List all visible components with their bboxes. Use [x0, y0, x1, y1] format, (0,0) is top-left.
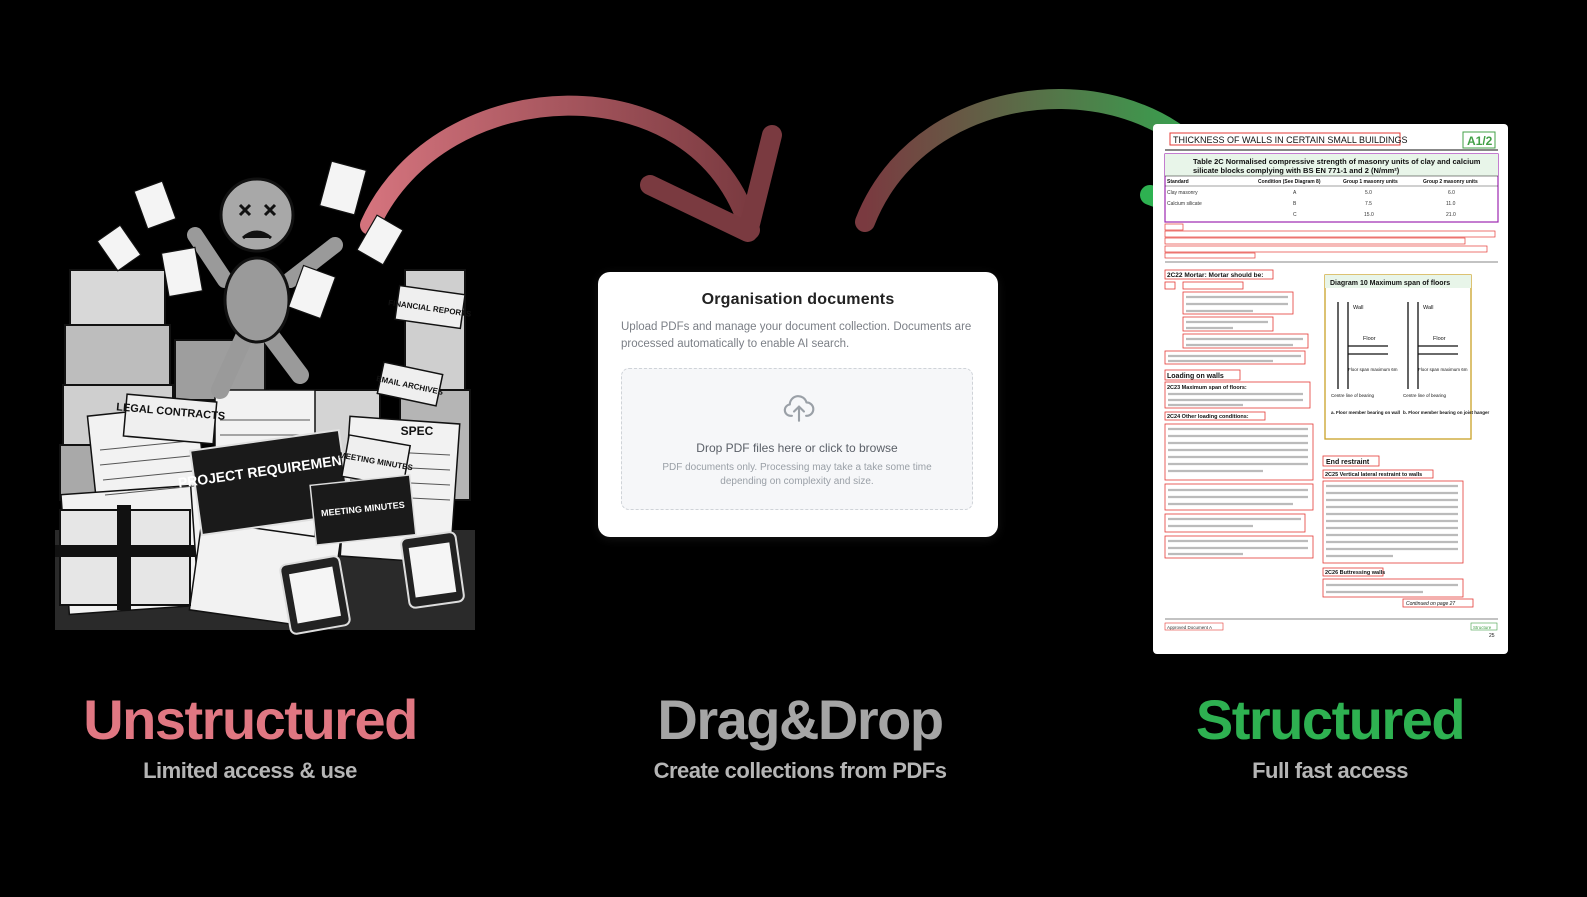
document-pile-illustration: PROJECT REQUIREMENTS LEGAL CONTRACTS FIN… [55, 160, 475, 635]
svg-text:a. Floor member bearing on wal: a. Floor member bearing on wall [1331, 410, 1400, 415]
svg-text:Floor span maximum 6m: Floor span maximum 6m [1348, 367, 1398, 372]
svg-text:Continued on page 27: Continued on page 27 [1406, 601, 1455, 607]
svg-text:25: 25 [1489, 633, 1495, 639]
pdf-dropzone[interactable]: Drop PDF files here or click to browse P… [621, 368, 973, 510]
svg-text:Floor: Floor [1363, 336, 1376, 342]
svg-text:Wall: Wall [1353, 305, 1364, 311]
drop-label: Drop PDF files here or click to browse [696, 441, 898, 455]
card-title: Organisation documents [701, 291, 895, 308]
svg-text:Group 1 masonry units: Group 1 masonry units [1343, 179, 1398, 185]
caption-unstructured-title: Unstructured [83, 688, 418, 751]
document-page-render: THICKNESS OF WALLS IN CERTAIN SMALL BUIL… [1164, 131, 1499, 639]
svg-text:Clay masonry: Clay masonry [1167, 190, 1198, 196]
svg-text:11.0: 11.0 [1446, 201, 1456, 207]
svg-text:Centre line of bearing: Centre line of bearing [1403, 393, 1447, 398]
structured-document-page: THICKNESS OF WALLS IN CERTAIN SMALL BUIL… [1153, 124, 1508, 654]
svg-text:2C23 Maximum span of floors:: 2C23 Maximum span of floors: [1167, 385, 1247, 391]
svg-text:Loading on walls: Loading on walls [1167, 373, 1224, 380]
svg-text:A: A [1293, 190, 1297, 196]
svg-text:2C25 Vertical lateral restrain: 2C25 Vertical lateral restraint to walls [1325, 472, 1422, 478]
svg-text:21.0: 21.0 [1446, 212, 1456, 218]
svg-text:THICKNESS OF WALLS IN CERTAIN: THICKNESS OF WALLS IN CERTAIN SMALL BUIL… [1173, 135, 1408, 145]
svg-text:Diagram 10 Maximum span of fl: Diagram 10 Maximum span of floors [1330, 280, 1450, 287]
svg-text:6.0: 6.0 [1448, 190, 1455, 196]
svg-text:C: C [1293, 212, 1297, 218]
svg-text:2C24 Other loading conditions:: 2C24 Other loading conditions: [1167, 414, 1249, 420]
drop-hint: PDF documents only. Processing may take … [662, 462, 932, 487]
svg-text:Centre line of bearing: Centre line of bearing [1331, 393, 1375, 398]
svg-text:Standard: Standard [1167, 179, 1189, 185]
project-requirements-board: PROJECT REQUIREMENTS [177, 428, 360, 537]
svg-text:Wall: Wall [1423, 305, 1434, 311]
svg-text:B: B [1293, 201, 1297, 207]
svg-text:Table 2C Normalised compressi: Table 2C Normalised compressive strength… [1193, 157, 1481, 166]
card-description: Upload PDFs and manage your document col… [621, 321, 972, 350]
svg-text:Floor span maximum 6m: Floor span maximum 6m [1418, 367, 1468, 372]
svg-text:Condition (See Diagram 8): Condition (See Diagram 8) [1258, 179, 1321, 185]
caption-structured-subtitle: Full fast access [1252, 758, 1408, 783]
caption-dragdrop-subtitle: Create collections from PDFs [653, 758, 947, 783]
svg-text:SPEC: SPEC [401, 424, 434, 438]
caption-dragdrop-title: Drag&Drop [657, 688, 944, 751]
tied-bundle [55, 505, 195, 610]
svg-text:7.5: 7.5 [1365, 201, 1372, 207]
svg-text:2C22 Mortar: Mortar should be:: 2C22 Mortar: Mortar should be: [1167, 272, 1263, 279]
arrow-unstructured-to-dragdrop [360, 95, 760, 240]
arrow-head-1 [640, 125, 782, 242]
svg-text:Structure: Structure [1473, 625, 1492, 630]
svg-text:Approved Document A: Approved Document A [1167, 625, 1212, 630]
svg-text:15.0: 15.0 [1364, 212, 1374, 218]
cloud-upload-icon [783, 395, 815, 422]
svg-text:silicate blocks complying with: silicate blocks complying with BS EN 771… [1193, 166, 1400, 175]
svg-text:5.0: 5.0 [1365, 190, 1372, 196]
svg-text:Floor: Floor [1433, 336, 1446, 342]
svg-text:Group 2 masonry units: Group 2 masonry units [1423, 179, 1478, 185]
svg-text:b. Floor member bearing on joi: b. Floor member bearing on joist hanger [1403, 410, 1490, 415]
svg-text:2C26 Buttressing walls: 2C26 Buttressing walls [1325, 570, 1385, 576]
flying-papers [96, 160, 404, 320]
svg-text:Calcium silicate: Calcium silicate [1167, 201, 1202, 207]
caption-structured-title: Structured [1195, 688, 1466, 751]
caption-unstructured-subtitle: Limited access & use [143, 758, 357, 783]
svg-text:A1/2: A1/2 [1467, 134, 1493, 148]
stressed-person-figure [187, 177, 343, 399]
upload-card: Organisation documents Upload PDFs and m… [598, 272, 998, 537]
svg-text:End restraint: End restraint [1326, 459, 1370, 466]
